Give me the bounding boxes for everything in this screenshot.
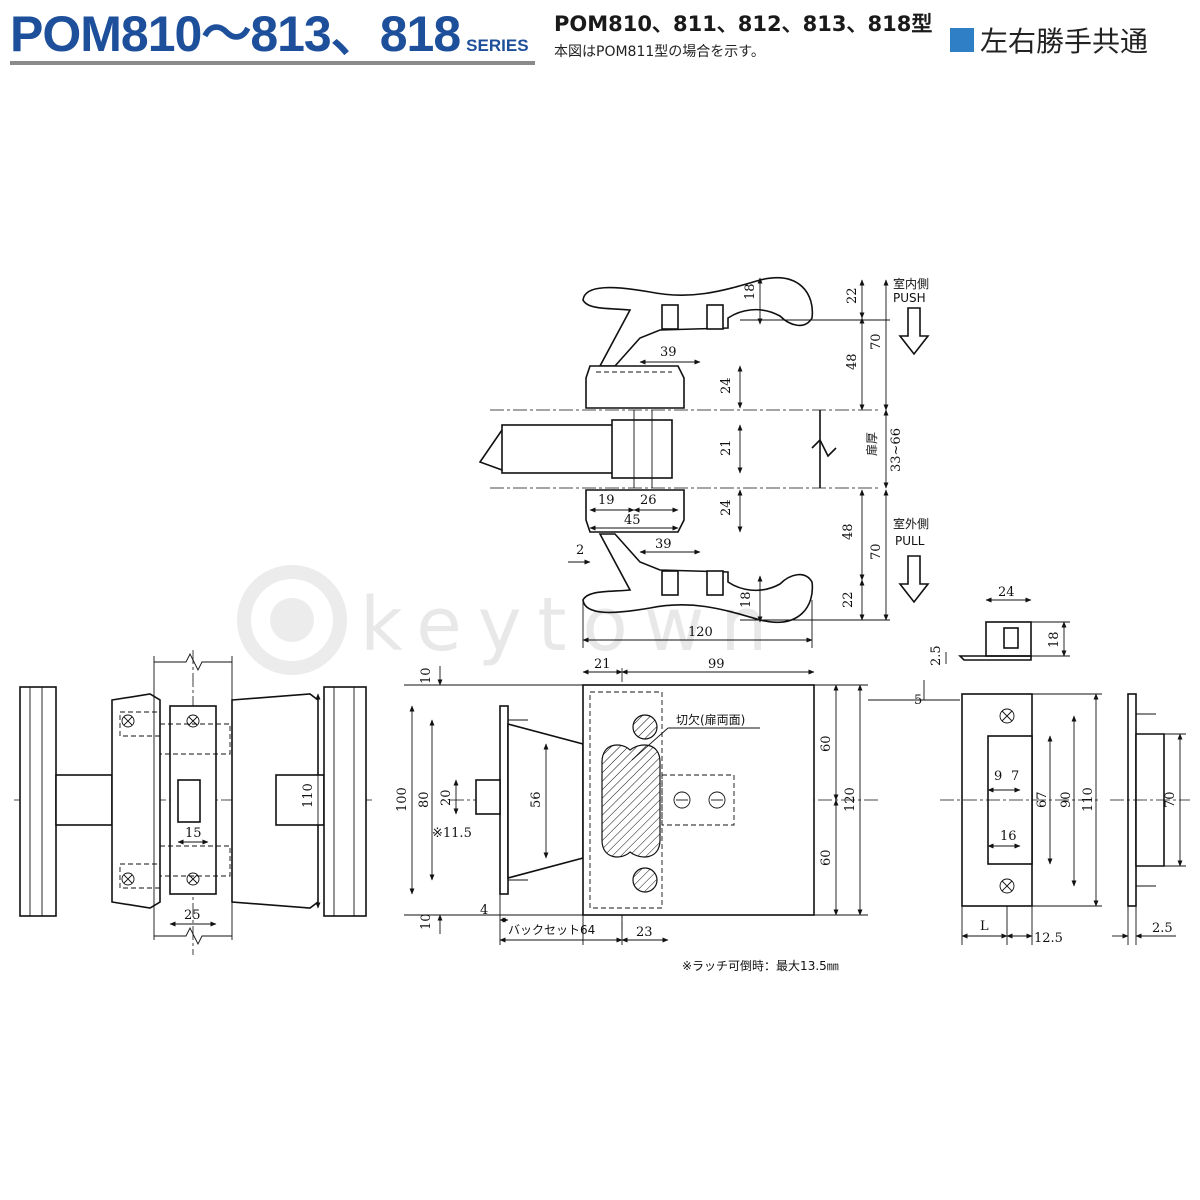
page-title: POM810～813、818 SERIES	[10, 2, 529, 62]
outside-label: 室外側	[893, 516, 929, 531]
strike-dim-70: 70	[1163, 791, 1178, 808]
front-dim-110: 110	[301, 783, 316, 808]
strike-dim-24: 24	[998, 585, 1015, 600]
strike-dim-16: 16	[1000, 829, 1017, 844]
strike-dim-7: 7	[1011, 769, 1019, 784]
dim-70-top: 70	[869, 333, 884, 350]
dim-48-bottom: 48	[841, 523, 856, 540]
dim-45: 45	[624, 513, 641, 528]
side-dim-56: 56	[529, 791, 544, 808]
side-dim-100: 100	[395, 787, 410, 812]
strike-dim-2-5-bottom: 2.5	[1152, 921, 1173, 936]
series-title: POM810～813、818	[10, 6, 461, 62]
dim-22-top: 22	[845, 287, 860, 304]
strike-dim-90: 90	[1059, 791, 1074, 808]
side-dim-4: 4	[480, 903, 488, 918]
dim-70-bottom: 70	[869, 543, 884, 560]
dim-26: 26	[640, 493, 657, 508]
dim-24-bottom: 24	[719, 499, 734, 516]
side-view: 21 99 10 100 80 20 ※11.5 56 60 120 60 10…	[395, 657, 960, 973]
strike-dim-L: L	[980, 919, 989, 934]
dim-21: 21	[719, 439, 734, 456]
door-thickness-label: 扉厚	[865, 432, 879, 456]
inside-label: 室内側	[893, 276, 929, 291]
strike-dim-9: 9	[994, 769, 1002, 784]
strike-dim-18: 18	[1047, 631, 1062, 648]
dim-22-bottom: 22	[841, 591, 856, 608]
side-dim-23: 23	[636, 925, 653, 940]
side-dim-99: 99	[708, 657, 725, 672]
dim-48-top: 48	[845, 353, 860, 370]
dim-39-bottom: 39	[655, 537, 672, 552]
strike-dim-110: 110	[1081, 787, 1096, 812]
handing-badge: 左右勝手共通	[950, 20, 1148, 60]
push-label: PUSH	[893, 291, 926, 305]
strike-dim-2-5-top: 2.5	[929, 645, 944, 666]
front-dim-15: 15	[185, 826, 202, 841]
side-dim-10-bottom: 10	[419, 913, 434, 930]
dim-grip-bottom: 18	[739, 591, 754, 608]
dim-2: 2	[576, 543, 584, 558]
top-view: 室内側 PUSH 室外側 PULL 扉厚 33~66 18 22 70 48 3…	[478, 276, 930, 648]
latch-footnote: ※ラッチ可倒時：最大13.5㎜	[682, 959, 839, 973]
pull-label: PULL	[895, 534, 925, 548]
side-dim-21: 21	[594, 657, 611, 672]
side-dim-11-5: ※11.5	[432, 826, 472, 841]
cutout-label: 切欠(扉両面)	[676, 712, 745, 727]
handing-label: 左右勝手共通	[980, 25, 1149, 58]
dim-grip-top: 18	[743, 283, 758, 300]
drawing-note: 本図はPOM811型の場合を示す。	[554, 44, 765, 60]
side-dim-5: 5	[914, 693, 922, 708]
side-dim-10-top: 10	[419, 667, 434, 684]
side-dim-120: 120	[843, 787, 858, 812]
side-dim-60-bottom: 60	[819, 849, 834, 866]
watermark: keytown	[237, 565, 783, 675]
front-view: 15 25 110	[14, 650, 372, 955]
dim-120: 120	[688, 625, 713, 640]
side-dim-20: 20	[439, 789, 454, 806]
strike-view: 24 18 2.5 9 7 67 90 110 16 L 12.5	[929, 585, 1190, 946]
blue-square-icon	[950, 28, 974, 52]
model-list: POM810、811、812、813、818型	[554, 12, 933, 36]
front-dim-25: 25	[184, 908, 201, 923]
dim-24-top: 24	[719, 377, 734, 394]
door-thickness-value: 33~66	[889, 428, 904, 472]
strike-dim-12-5: 12.5	[1034, 931, 1063, 946]
side-dim-60-top: 60	[819, 735, 834, 752]
title-underline	[10, 61, 535, 65]
series-label: SERIES	[466, 36, 529, 55]
watermark-text: keytown	[360, 582, 783, 668]
strike-dim-67: 67	[1035, 791, 1050, 808]
side-dim-80: 80	[417, 791, 432, 808]
dim-39-top: 39	[660, 345, 677, 360]
backset-label: バックセット64	[508, 923, 595, 937]
dim-19: 19	[598, 493, 615, 508]
